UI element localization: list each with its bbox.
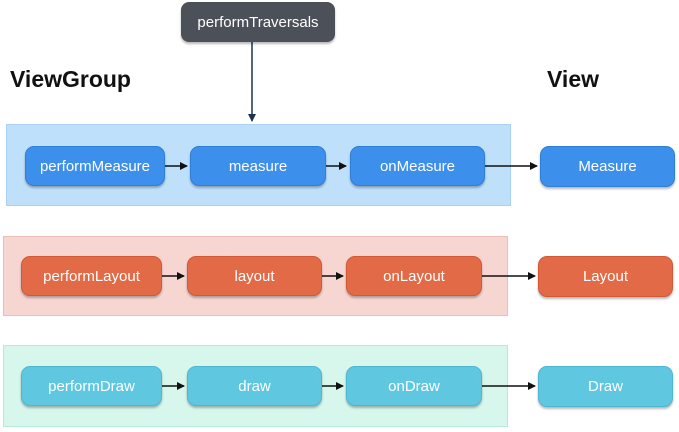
- view-draw-node: Draw: [538, 366, 673, 407]
- on-layout-node: onLayout: [346, 256, 482, 296]
- perform-traversals-node: performTraversals: [181, 2, 335, 42]
- view-heading: View: [547, 66, 599, 92]
- draw-node: draw: [187, 366, 322, 406]
- view-measure-node: Measure: [540, 146, 675, 187]
- perform-measure-node: performMeasure: [25, 146, 165, 186]
- layout-node: layout: [187, 256, 322, 296]
- on-draw-node: onDraw: [346, 366, 482, 406]
- perform-layout-node: performLayout: [21, 256, 162, 296]
- measure-node: measure: [190, 146, 326, 186]
- perform-draw-node: performDraw: [21, 366, 162, 406]
- view-layout-node: Layout: [538, 256, 673, 297]
- on-measure-node: onMeasure: [350, 146, 485, 186]
- viewgroup-heading: ViewGroup: [10, 66, 131, 92]
